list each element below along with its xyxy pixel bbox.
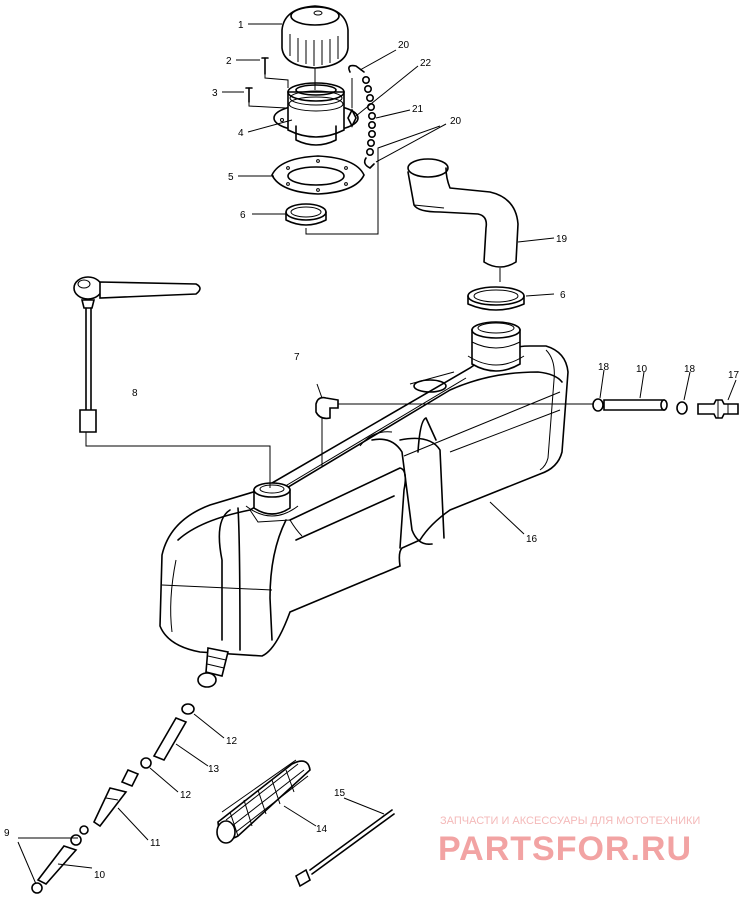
label-16: 16 — [526, 534, 538, 545]
part-filler-neck — [273, 82, 359, 146]
part-tether-chain — [347, 64, 376, 169]
label-7: 7 — [294, 352, 300, 363]
part-sensor-port — [245, 482, 299, 517]
part-cap — [281, 5, 349, 90]
label-14: 14 — [316, 824, 328, 835]
label-10-lower: 10 — [94, 870, 106, 881]
part-wire — [295, 809, 395, 888]
label-15: 15 — [334, 788, 346, 799]
part-oil-tank — [159, 345, 569, 657]
part-filter-sleeve — [216, 759, 311, 844]
label-20-upper: 20 — [398, 40, 410, 51]
part-tank-neck — [467, 321, 525, 372]
label-20-lower: 20 — [450, 116, 462, 127]
leader-lines — [17, 23, 737, 885]
part-outlet-fitting — [197, 647, 229, 688]
part-ring-lower — [467, 286, 525, 311]
label-4: 4 — [238, 128, 244, 139]
label-6-upper: 6 — [240, 210, 246, 221]
part-elbow-hose — [407, 158, 519, 282]
label-6-lower: 6 — [560, 290, 566, 301]
label-8: 8 — [132, 388, 138, 399]
label-11: 11 — [150, 838, 161, 849]
label-12-upper: 12 — [226, 736, 238, 747]
label-22: 22 — [420, 58, 432, 69]
watermark: ЗАПЧАСТИ И АКСЕССУАРЫ ДЛЯ МОТОТЕХНИКИ PA… — [438, 815, 700, 868]
watermark-brand: PARTSFOR.RU — [438, 830, 692, 868]
label-18-left: 18 — [598, 362, 610, 373]
part-screw-2 — [261, 57, 289, 88]
part-gasket — [271, 155, 365, 195]
label-2: 2 — [226, 56, 232, 67]
label-9: 9 — [4, 828, 10, 839]
callout-labels: 1 2 3 4 5 6 20 22 21 20 19 6 7 8 18 10 1… — [4, 20, 740, 881]
label-18-right: 18 — [684, 364, 696, 375]
part-screw-3 — [245, 87, 287, 109]
label-13: 13 — [208, 764, 220, 775]
label-1: 1 — [238, 20, 244, 31]
part-level-sensor — [73, 276, 271, 488]
part-vent-fitting — [315, 383, 596, 466]
part-ring-upper — [285, 125, 441, 235]
label-5: 5 — [228, 172, 234, 183]
label-19: 19 — [556, 234, 568, 245]
part-vent-line — [592, 398, 739, 419]
label-3: 3 — [212, 88, 218, 99]
watermark-caption: ЗАПЧАСТИ И АКСЕССУАРЫ ДЛЯ МОТОТЕХНИКИ — [440, 815, 700, 827]
part-outlet-line — [31, 703, 195, 894]
label-17: 17 — [728, 370, 740, 381]
label-21: 21 — [412, 104, 424, 115]
label-12-lower: 12 — [180, 790, 192, 801]
label-10-upper: 10 — [636, 364, 648, 375]
